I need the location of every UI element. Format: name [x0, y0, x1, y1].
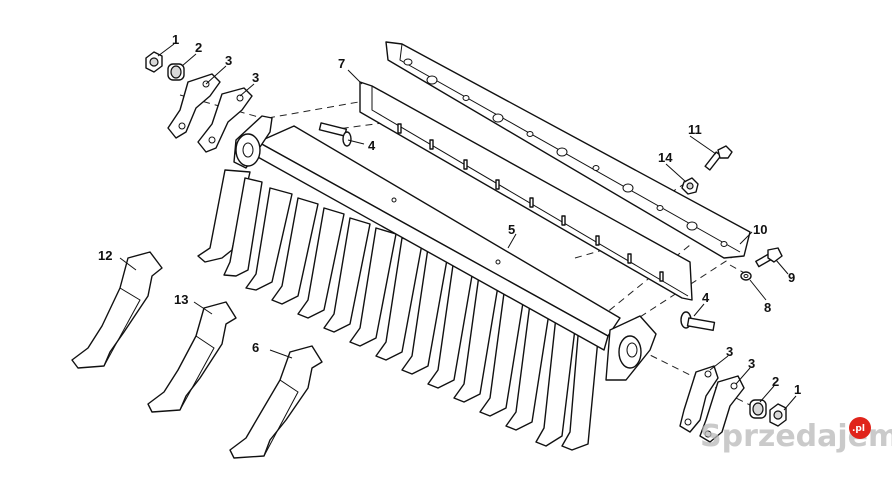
- callout-3b-bottom: 3: [748, 356, 755, 371]
- hardware-bottom-right: [679, 311, 787, 443]
- watermark-badge-text: .pl: [852, 424, 865, 434]
- link-plate-part-3-top-b: [197, 87, 253, 153]
- callout-1-bottom: 1: [794, 382, 801, 397]
- bushing-part-2-top: [167, 63, 185, 81]
- left-end-bracket: [233, 115, 273, 169]
- callout-9: 9: [788, 270, 795, 285]
- loose-guards: [71, 251, 323, 459]
- callout-4-bottom: 4: [702, 290, 710, 305]
- bolt-part-4-top: [318, 122, 352, 147]
- plate-slots: [397, 123, 664, 282]
- bolt-part-9: [755, 247, 783, 268]
- callout-10: 10: [753, 222, 767, 237]
- nut-part-1-bottom: [769, 403, 787, 427]
- watermark-badge: [849, 417, 871, 439]
- hardware-top-left: [145, 51, 352, 153]
- link-plate-part-3-bottom-a: [679, 365, 719, 433]
- callout-7: 7: [338, 56, 345, 71]
- slotted-plate-part-7: [359, 81, 693, 301]
- guard-part-12: [71, 251, 163, 369]
- nut-part-1-top: [145, 51, 163, 73]
- callout-13: 13: [174, 292, 188, 307]
- watermark: Sprzedajemy .pl: [700, 417, 892, 454]
- hardware-right: [681, 145, 783, 281]
- link-plate-part-3-bottom-b: [699, 375, 745, 443]
- angle-bar-holes: [403, 58, 728, 247]
- callout-12: 12: [98, 248, 112, 263]
- guard-part-13: [147, 301, 237, 413]
- washer-part-8: [740, 271, 752, 281]
- bolt-part-11: [704, 145, 733, 171]
- callout-11: 11: [688, 122, 702, 137]
- guard-fingers: [197, 169, 601, 451]
- callout-5: 5: [508, 222, 515, 237]
- callout-2-bottom: 2: [772, 374, 779, 389]
- bushing-part-2-bottom: [749, 399, 767, 419]
- bolt-part-4-bottom: [680, 311, 716, 332]
- frame-beam-part-5: [197, 115, 657, 451]
- guard-part-6: [229, 345, 323, 459]
- callout-2-top: 2: [195, 40, 202, 55]
- right-end-bracket: [605, 315, 657, 381]
- leader-lines: [119, 43, 797, 411]
- callout-3a-top: 3: [225, 53, 232, 68]
- angle-bar-part-10: [385, 41, 751, 259]
- callout-4-top: 4: [368, 138, 376, 153]
- callout-labels: 1 2 3 3 4 7 5 11 14 10 9 8 4 3 3 2 1 12 …: [98, 32, 801, 397]
- callout-14: 14: [658, 150, 673, 165]
- callout-8: 8: [764, 300, 771, 315]
- callout-3a-bottom: 3: [726, 344, 733, 359]
- callout-1-top: 1: [172, 32, 179, 47]
- callout-6: 6: [252, 340, 259, 355]
- callout-3b-top: 3: [252, 70, 259, 85]
